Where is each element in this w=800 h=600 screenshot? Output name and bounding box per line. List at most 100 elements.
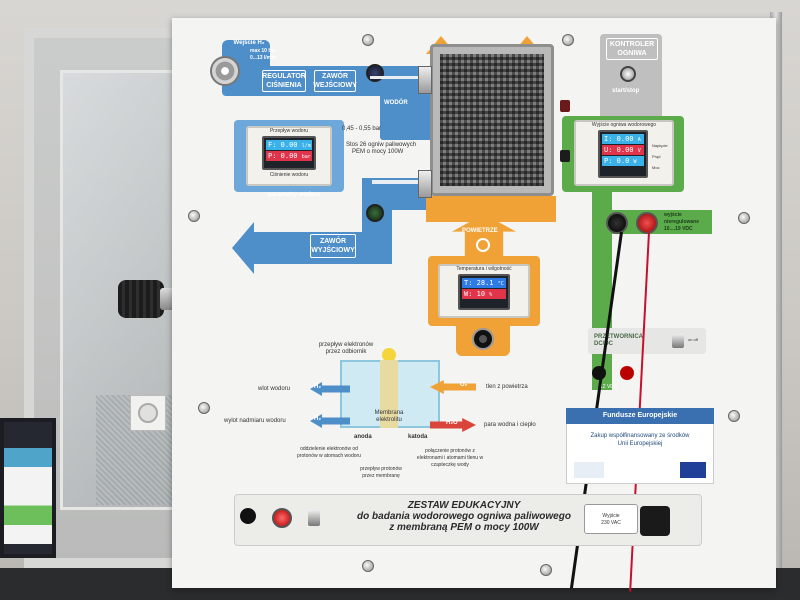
membrane-diagram xyxy=(380,360,398,428)
diagram-note: połączenie protonów z elektronami i atom… xyxy=(416,448,484,468)
hydrogen-pressure-readout: P: 0.00 bar xyxy=(266,151,312,161)
hydrogen-meter-subtitle: Ciśnienie wodoru xyxy=(269,172,309,178)
air-label: POWIETRZE xyxy=(462,228,498,234)
water-heat-text: para wodna i ciepło xyxy=(484,422,536,428)
output-meter: Wyjście ogniwa wodorowego I: 0.00 A U: 0… xyxy=(574,120,674,186)
output-current-readout: I: 0.00 A xyxy=(602,134,644,144)
fuel-cell-stack-fins xyxy=(440,54,544,186)
stack-description: PEM o mocy 100W xyxy=(352,149,404,155)
cabinet-black-knob[interactable] xyxy=(118,280,164,318)
screw xyxy=(362,560,374,572)
output-voltage-readout: U: 0.00 V xyxy=(602,145,644,155)
hydrogen-params-label: parametry wodoru xyxy=(268,192,321,198)
screw xyxy=(362,34,374,46)
air-inlet-text: tlen z powietrza xyxy=(486,384,528,390)
converter-on-off-label: on off xyxy=(688,337,698,342)
hydrogen-outlet-arrow xyxy=(232,222,254,274)
hydrogen-inlet-spec: 0...13 l/min xyxy=(250,55,276,61)
pressure-regulator-label: REGULATOR CIŚNIENIA xyxy=(262,70,306,92)
hydrogen-outlet-text: wylot nadmiaru wodoru xyxy=(224,418,286,424)
ac-power-socket[interactable] xyxy=(640,506,670,536)
converter-toggle[interactable] xyxy=(672,334,684,348)
air-meter-title: Temperatura i wilgotność xyxy=(456,266,512,272)
air-meter: Temperatura i wilgotność T: 28.1 °C W: 1… xyxy=(438,264,530,318)
anode-label: anoda xyxy=(354,434,372,440)
bottom-jack[interactable] xyxy=(240,508,256,524)
12v-negative-jack[interactable] xyxy=(592,366,606,380)
air-temperature-readout: T: 28.1 °C xyxy=(462,278,506,288)
outlet-valve-label: ZAWÓR WYJŚCIOWY xyxy=(310,234,356,258)
positive-output-jack[interactable] xyxy=(636,212,658,234)
12v-positive-jack[interactable] xyxy=(620,366,634,380)
diagram-note: oddzielenie elektronów od protonów w ato… xyxy=(297,446,361,459)
screw xyxy=(728,410,740,422)
o2-label: O₂ xyxy=(460,382,468,388)
board-title: ZESTAW EDUKACYJNY do badania wodorowego … xyxy=(357,500,571,533)
water-arrow xyxy=(430,418,476,432)
h2o-label: H₂O xyxy=(446,420,458,426)
diagram-note: przepływ protonów przez membranę xyxy=(360,466,402,479)
stack-positive-terminal xyxy=(560,100,570,112)
hydrogen-meter: Przepływ wodoru F: 0.00 l/m P: 0.00 bar … xyxy=(246,126,332,186)
stack-fitting xyxy=(418,170,432,198)
stack-fitting xyxy=(418,66,432,94)
hydrogen-inlet-label: Wejście H₂ xyxy=(233,40,265,46)
oxygen-arrow xyxy=(430,380,476,394)
hydrogen-out-arrow xyxy=(310,414,350,428)
output-meter-title: Wyjście ogniwa wodorowego xyxy=(591,122,657,128)
fan-icon xyxy=(476,238,490,252)
hydrogen-return-tube xyxy=(372,180,432,184)
power-indicator-led xyxy=(272,508,292,528)
hydrogen-label: WODÓR xyxy=(384,100,408,106)
outlet-valve-indicator xyxy=(366,204,384,222)
wall-socket xyxy=(130,395,166,431)
hydrogen-in-arrow xyxy=(310,382,350,396)
output-power-readout: P: 0.0 W xyxy=(602,156,644,166)
screw xyxy=(562,34,574,46)
hydrogen-meter-lcd: F: 0.00 l/m P: 0.00 bar xyxy=(262,136,316,170)
h2-out-label: H₂ xyxy=(314,416,321,422)
side-monitor-screen xyxy=(4,448,52,544)
hydrogen-inlet-text: wlot wodoru xyxy=(258,386,291,392)
start-stop-label: start/stop xyxy=(612,88,640,94)
cathode-label: katoda xyxy=(408,434,428,440)
start-stop-button[interactable] xyxy=(620,66,636,82)
air-fan-knob[interactable] xyxy=(472,328,494,350)
air-meter-lcd: T: 28.1 °C W: 10 % xyxy=(458,274,510,310)
hydrogen-inlet-spec: max 10 bar xyxy=(250,48,277,54)
screw xyxy=(198,402,210,414)
negative-output-jack[interactable] xyxy=(606,212,628,234)
hydrogen-meter-title: Przepływ wodoru xyxy=(269,128,309,134)
output-meter-lcd: I: 0.00 A U: 0.00 V P: 0.0 W xyxy=(598,130,648,178)
wall-socket-hole xyxy=(138,403,158,423)
eu-logo-icon xyxy=(574,462,604,478)
screw xyxy=(188,210,200,222)
pressure-range: 0,45 - 0,55 bar xyxy=(342,126,382,132)
main-power-switch[interactable] xyxy=(308,510,320,526)
hydrogen-flow-readout: F: 0.00 l/m xyxy=(266,140,312,150)
eu-funds-label: Fundusze Europejskie xyxy=(566,408,714,424)
screw xyxy=(738,212,750,224)
screw xyxy=(540,564,552,576)
air-manifold xyxy=(426,196,556,222)
voltage-label: Prąd xyxy=(652,154,661,159)
hydrogen-inlet-connector[interactable] xyxy=(210,56,240,86)
hydrogen-outlet-pipe xyxy=(252,232,392,264)
stack-negative-terminal xyxy=(560,150,570,162)
eu-flag-icon xyxy=(680,462,706,478)
current-label: Napięcie xyxy=(652,143,668,148)
air-humidity-readout: W: 10 % xyxy=(462,289,506,299)
power-label: Moc xyxy=(652,165,660,170)
h2-in-label: H₂ xyxy=(314,384,321,390)
stack-description: Stos 26 ogniw paliwowych xyxy=(346,142,417,148)
light-bulb-icon xyxy=(382,348,396,362)
converter-panel xyxy=(588,328,706,354)
12v-output-label: 12 VDC xyxy=(600,384,618,390)
